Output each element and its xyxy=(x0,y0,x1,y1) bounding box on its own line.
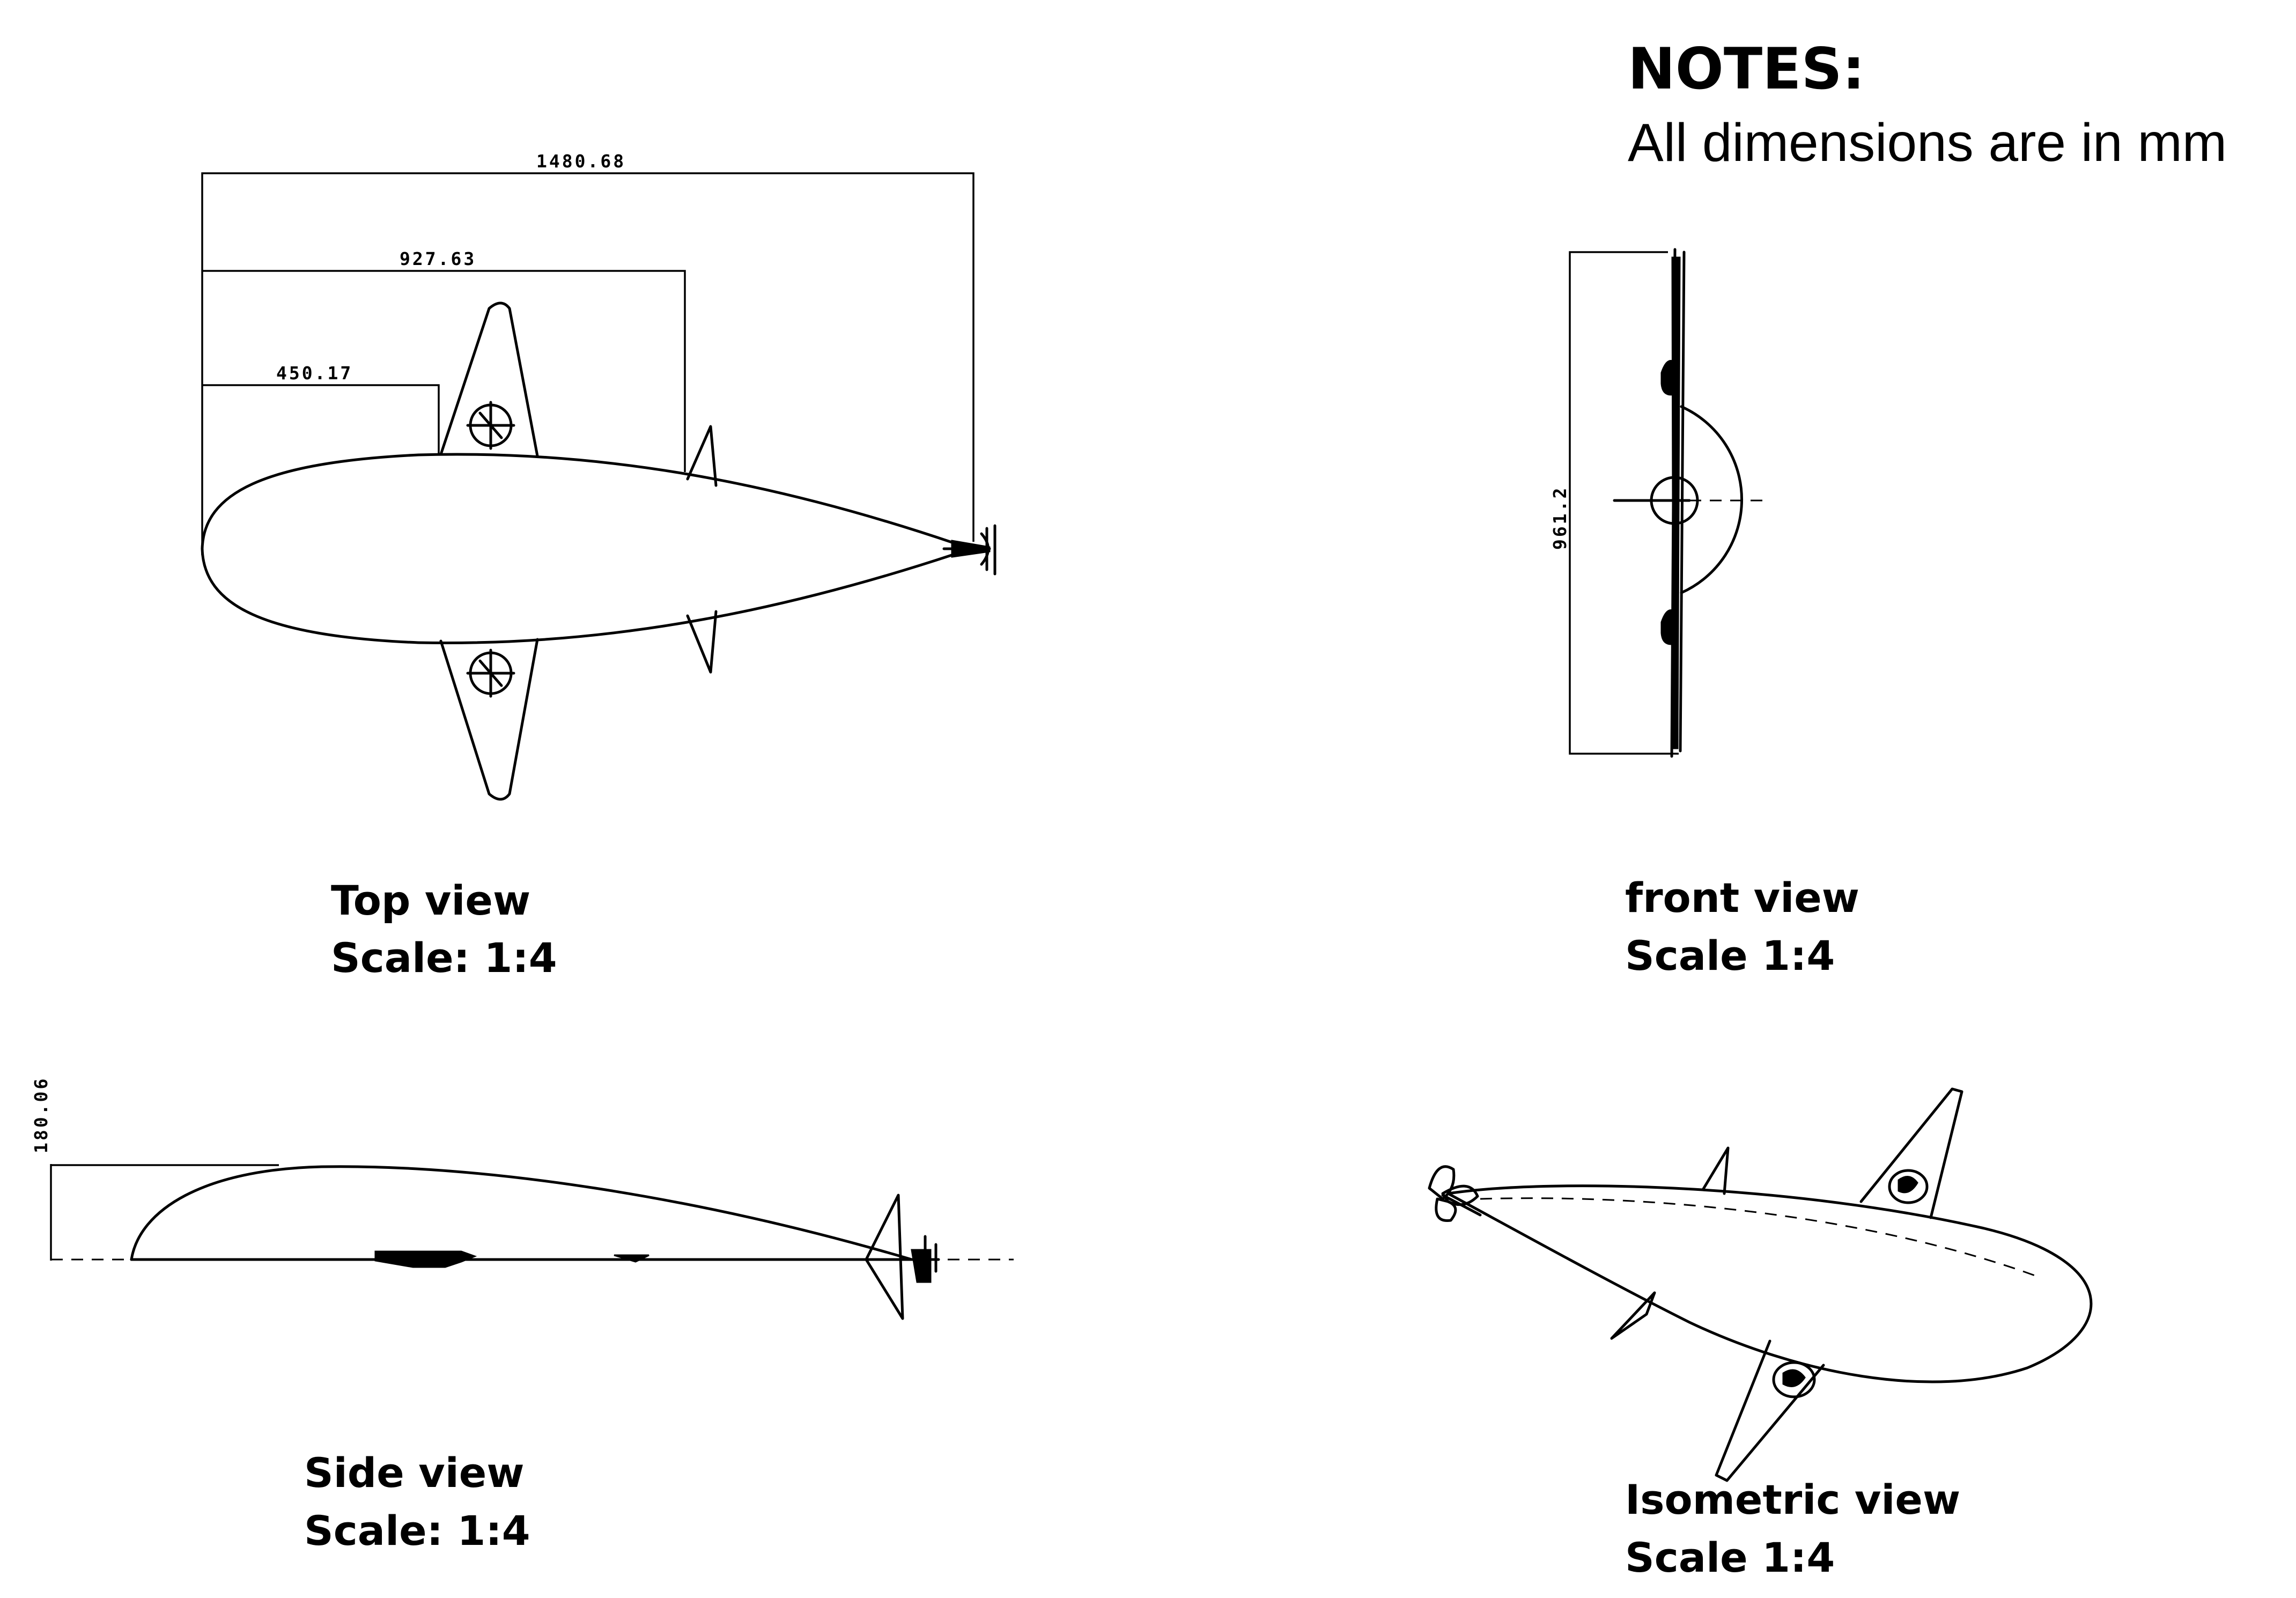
top-view-scale: Scale: 1:4 xyxy=(331,934,557,982)
front-view: 961.2 xyxy=(1549,248,1770,758)
top-view-lower-thruster xyxy=(466,649,515,698)
side-view-rudder xyxy=(865,1194,904,1320)
notes-text: All dimensions are in mm xyxy=(1628,113,2227,173)
top-view-lower-rear-fin xyxy=(686,610,718,674)
isometric-propeller xyxy=(1428,1165,1482,1222)
top-view-upper-wing xyxy=(439,301,539,458)
front-view-dimension-line xyxy=(1569,251,1679,755)
notes-block: NOTES: All dimensions are in mm xyxy=(1628,36,2227,173)
top-view-lower-wing xyxy=(439,638,539,801)
dimension-line-overall-length xyxy=(201,172,974,555)
isometric-upper-thruster xyxy=(1888,1169,1929,1204)
front-view-lower-thruster xyxy=(1660,609,1675,645)
isometric-centerline xyxy=(1480,1197,2039,1278)
top-view-upper-thruster xyxy=(466,401,515,450)
dimension-line-rear-fin xyxy=(202,270,686,472)
top-view-dimensions: 1480.68 927.63 450.17 xyxy=(201,151,974,555)
side-view-propeller xyxy=(899,1235,940,1283)
front-view-scale: Scale 1:4 xyxy=(1625,932,1835,980)
side-view-sensor xyxy=(614,1254,649,1263)
top-view-propeller xyxy=(942,524,996,576)
top-view-upper-rear-fin xyxy=(686,425,718,487)
isometric-lower-thruster xyxy=(1772,1361,1816,1398)
front-view-wing-fill xyxy=(1671,256,1681,749)
front-view-dimension-span: 961.2 xyxy=(1549,486,1570,550)
top-view: 1480.68 927.63 450.17 xyxy=(201,151,996,801)
dimension-overall-length: 1480.68 xyxy=(536,151,626,172)
side-view-caption: Side view xyxy=(304,1449,525,1497)
isometric-hull xyxy=(1446,1184,2093,1383)
side-view-dimension-height: 180.06 xyxy=(31,1077,51,1153)
dimension-wing: 450.17 xyxy=(276,363,353,384)
front-view-upper-thruster xyxy=(1660,360,1675,396)
side-view-thruster-pod xyxy=(374,1250,477,1268)
isometric-upper-wing xyxy=(1859,1087,1963,1219)
top-view-caption: Top view xyxy=(331,877,530,924)
isometric-view xyxy=(1428,1087,2093,1482)
top-view-hull xyxy=(201,453,972,645)
side-view-hull xyxy=(130,1165,913,1261)
isometric-view-scale: Scale 1:4 xyxy=(1625,1534,1835,1581)
dimension-line-wing xyxy=(202,384,440,453)
side-view-scale: Scale: 1:4 xyxy=(304,1507,530,1555)
side-view-dimension-line xyxy=(50,1164,279,1261)
notes-title: NOTES: xyxy=(1628,36,1865,102)
isometric-upper-rear-fin xyxy=(1701,1146,1730,1195)
isometric-lower-wing xyxy=(1715,1339,1825,1482)
isometric-view-caption: Isometric view xyxy=(1625,1476,1960,1523)
side-view: 180.06 xyxy=(31,1077,1014,1320)
isometric-lower-rear-fin xyxy=(1610,1291,1656,1340)
front-view-caption: front view xyxy=(1625,874,1859,922)
dimension-rear-fin: 927.63 xyxy=(400,248,476,269)
